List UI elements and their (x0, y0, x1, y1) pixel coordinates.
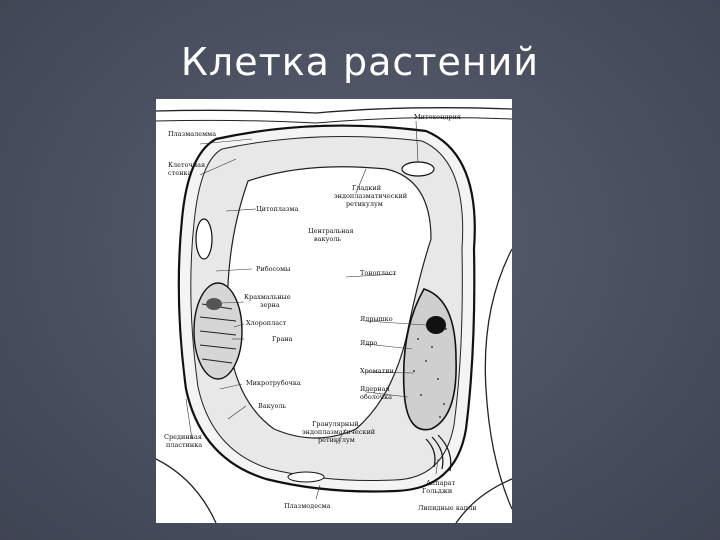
label-golgi-line2: Гольджи (422, 487, 452, 495)
label-smooth-er-line3: ретикулум (346, 200, 383, 208)
neighbor-wall-top-inner (156, 117, 512, 124)
label-starch-line2: зерна (260, 301, 280, 309)
plant-cell-figure: Плазмалемма Клеточная стенка Цитоплазма … (156, 99, 512, 523)
label-rough-er-line1: Гранулярный (312, 420, 359, 428)
label-central-vacuole-line2: вакуоль (314, 235, 341, 243)
label-starch-line1: Крахмальные (244, 293, 291, 301)
neighbor-wall-bottom-right (455, 478, 512, 523)
neighbor-wall-right (484, 248, 512, 510)
label-plasmodesma: Плазмодесма (284, 502, 331, 510)
label-nuclear-envelope-line2: оболочка (360, 393, 392, 401)
label-mitochondria: Митохондрия (414, 113, 461, 121)
label-chromatin: Хроматин (360, 367, 394, 375)
label-cell-wall-line1: Клеточная (168, 161, 205, 169)
label-lipid-drops: Липидные капли (418, 504, 477, 512)
label-grana: Грана (272, 335, 293, 343)
mitochondrion-left (195, 218, 213, 260)
slide-title: Клетка растений (180, 40, 540, 84)
label-smooth-er-line2: эндоплазматический (334, 192, 407, 200)
label-nuclear-envelope-line1: Ядерная (360, 385, 390, 393)
label-golgi-line1: Аппарат (426, 479, 455, 487)
label-rough-er-line2: эндоплазматический (302, 428, 375, 436)
neighbor-wall-bottom-left (156, 458, 217, 523)
label-microtubule: Микротрубочка (246, 379, 301, 387)
neighbor-wall-top (156, 107, 512, 114)
label-middle-lamella-line2: пластинка (166, 441, 202, 449)
label-rough-er-line3: ретикулум (318, 436, 355, 444)
plant-cell-diagram: Плазмалемма Клеточная стенка Цитоплазма … (156, 107, 512, 523)
golgi-apparatus (425, 434, 452, 472)
label-vacuole: Вакуоль (258, 402, 287, 410)
vacuole-small (287, 471, 325, 483)
label-cell-wall-line2: стенка (168, 169, 191, 177)
label-nucleolus: Ядрышко (360, 315, 393, 323)
label-smooth-er-line1: Гладкий (352, 184, 381, 192)
label-central-vacuole-line1: Центральная (308, 227, 353, 235)
starch-grain (206, 298, 222, 310)
label-cytoplasm: Цитоплазма (256, 205, 298, 213)
label-plasmalemma: Плазмалемма (168, 130, 216, 138)
label-tonoplast: Тонопласт (360, 269, 396, 277)
leader-lines (185, 120, 439, 500)
chloroplast (193, 282, 243, 380)
label-ribosomes: Рибосомы (256, 265, 290, 273)
label-nucleus: Ядро (360, 339, 377, 347)
chromatin-dots (413, 328, 447, 418)
label-middle-lamella-line1: Срединная (164, 433, 202, 441)
label-chloroplast: Хлоропласт (246, 319, 287, 327)
nucleolus (426, 316, 446, 334)
mitochondrion (401, 161, 435, 177)
